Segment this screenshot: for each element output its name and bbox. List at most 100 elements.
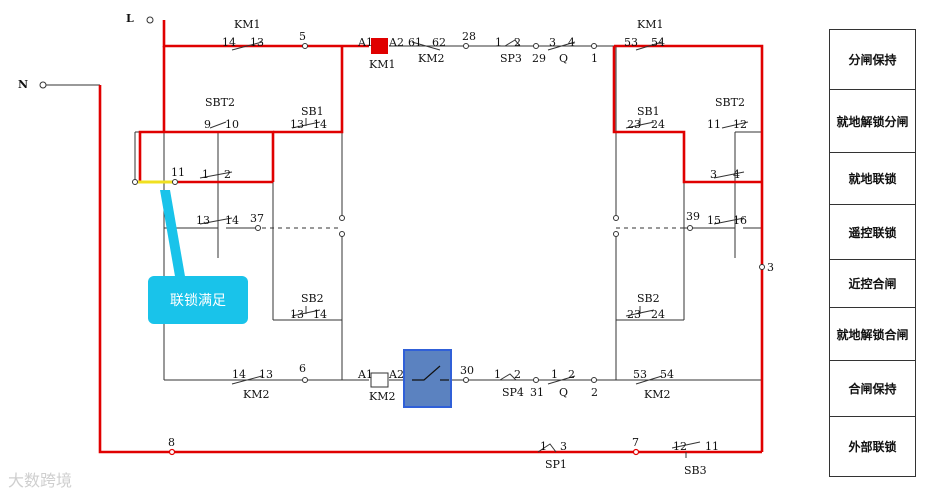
- label-node6: 6: [299, 362, 306, 375]
- label-km2-right-b: 54: [660, 368, 674, 381]
- label-sp4-a: 1: [494, 368, 501, 381]
- label-km2-a2: A2: [388, 368, 404, 381]
- label-node31: 31: [530, 386, 544, 399]
- legend-item: 就地解锁分闸: [830, 90, 915, 153]
- label-sbt2-right-a: 11: [707, 118, 721, 131]
- label-sbt2-right-b: 12: [733, 118, 747, 131]
- label-node29: 29: [532, 52, 546, 65]
- label-sb2-left-a: 13: [290, 308, 304, 321]
- label-node37: 37: [250, 212, 264, 225]
- label-node1: 1: [591, 52, 598, 65]
- label-km1-a2: A2: [388, 36, 404, 49]
- label-sp1: SP1: [545, 458, 567, 471]
- label-node28: 28: [462, 30, 476, 43]
- label-sp3-a: 1: [495, 36, 502, 49]
- label-sp1-a: 1: [540, 440, 547, 453]
- label-sb3: SB3: [684, 464, 707, 477]
- label-node11: 11: [171, 166, 185, 179]
- watermark: 大数跨境: [8, 471, 73, 490]
- label-row13-b: 14: [225, 214, 239, 227]
- label-sb1-right-a: 23: [627, 118, 641, 131]
- legend-item: 就地解锁合闸: [830, 308, 915, 361]
- label-q-bottom-b: 2: [568, 368, 575, 381]
- label-km1-left-a: 14: [222, 36, 236, 49]
- label-sbt2-left-a: 9: [204, 118, 211, 131]
- label-row11-b: 2: [224, 168, 231, 181]
- label-q-bottom: Q: [559, 386, 568, 399]
- terminal-nodes: [39, 16, 765, 456]
- legend-item: 分闸保持: [830, 30, 915, 90]
- label-km2-right-a: 53: [633, 368, 647, 381]
- label-row13-a: 13: [196, 214, 210, 227]
- label-node8: 8: [168, 436, 175, 449]
- label-sb1-right-b: 24: [651, 118, 665, 131]
- label-node7: 7: [632, 436, 639, 449]
- label-row39-b: 16: [733, 214, 747, 227]
- label-l: L: [126, 12, 134, 25]
- label-sp3: SP3: [500, 52, 522, 65]
- label-sb2-right-a: 23: [627, 308, 641, 321]
- legend-item: 遥控联锁: [830, 205, 915, 260]
- label-km1-left-b: 13: [250, 36, 264, 49]
- interlock-callout-label: 联锁满足: [170, 293, 226, 309]
- label-km1-left: KM1: [234, 18, 260, 31]
- label-km2-left: KM2: [243, 388, 269, 401]
- label-sb1-right: SB1: [637, 105, 660, 118]
- selected-switch[interactable]: [403, 349, 452, 408]
- label-sb3-a: 12: [673, 440, 687, 453]
- label-km1-right-a: 53: [624, 36, 638, 49]
- contact-symbols: [199, 39, 749, 458]
- label-sb2-right-b: 24: [651, 308, 665, 321]
- km2-coil: [370, 372, 389, 388]
- label-row34-b: 4: [733, 168, 740, 181]
- km1-coil: [371, 38, 388, 54]
- labels: L N KM1 14 13 5 A1 A2 KM1 61 62 KM2 28 1…: [18, 12, 774, 477]
- label-sp4: SP4: [502, 386, 524, 399]
- label-sb1-left: SB1: [301, 105, 324, 118]
- label-row39-a: 15: [707, 214, 721, 227]
- label-sb3-b: 11: [705, 440, 719, 453]
- label-sp4-b: 2: [514, 368, 521, 381]
- label-q-top-a: 3: [549, 36, 556, 49]
- label-km2-coil: KM2: [369, 390, 395, 403]
- label-km2-a1: A1: [357, 368, 373, 381]
- label-km1-right-b: 54: [651, 36, 665, 49]
- label-node39: 39: [686, 210, 700, 223]
- label-km2-left-b: 13: [259, 368, 273, 381]
- label-q-top-b: 4: [568, 36, 575, 49]
- legend-item: 就地联锁: [830, 153, 915, 205]
- interlock-callout: [148, 190, 248, 324]
- label-node5: 5: [299, 30, 306, 43]
- label-sbt2-right: SBT2: [715, 96, 745, 109]
- label-sb1-left-b: 14: [313, 118, 327, 131]
- label-n: N: [18, 78, 28, 91]
- label-sp1-b: 3: [560, 440, 567, 453]
- legend-item: 近控合闸: [830, 260, 915, 308]
- circuit-wiring: [46, 45, 763, 381]
- label-node2: 2: [591, 386, 598, 399]
- legend-item: 合闸保持: [830, 361, 915, 417]
- label-km2-nc-b: 62: [432, 36, 446, 49]
- function-legend: 分闸保持 就地解锁分闸 就地联锁 遥控联锁 近控合闸 就地解锁合闸 合闸保持 外…: [829, 29, 916, 477]
- label-q-top: Q: [559, 52, 568, 65]
- label-km1-a1: A1: [357, 36, 373, 49]
- energized-path: [98, 20, 764, 454]
- label-row34-a: 3: [710, 168, 717, 181]
- label-km2-right: KM2: [644, 388, 670, 401]
- label-km2-nc-a: 61: [408, 36, 422, 49]
- label-sbt2-left: SBT2: [205, 96, 235, 109]
- label-sp3-b: 2: [514, 36, 521, 49]
- label-sb2-right: SB2: [637, 292, 660, 305]
- label-sb2-left: SB2: [301, 292, 324, 305]
- label-node30: 30: [460, 364, 474, 377]
- label-sb1-left-a: 13: [290, 118, 304, 131]
- label-km2-nc: KM2: [418, 52, 444, 65]
- legend-item: 外部联锁: [848, 440, 897, 454]
- label-row11-a: 1: [202, 168, 209, 181]
- label-km1-coil: KM1: [369, 58, 395, 71]
- label-km2-left-a: 14: [232, 368, 246, 381]
- label-sb2-left-b: 14: [313, 308, 327, 321]
- label-q-bottom-a: 1: [551, 368, 558, 381]
- label-sbt2-left-b: 10: [225, 118, 239, 131]
